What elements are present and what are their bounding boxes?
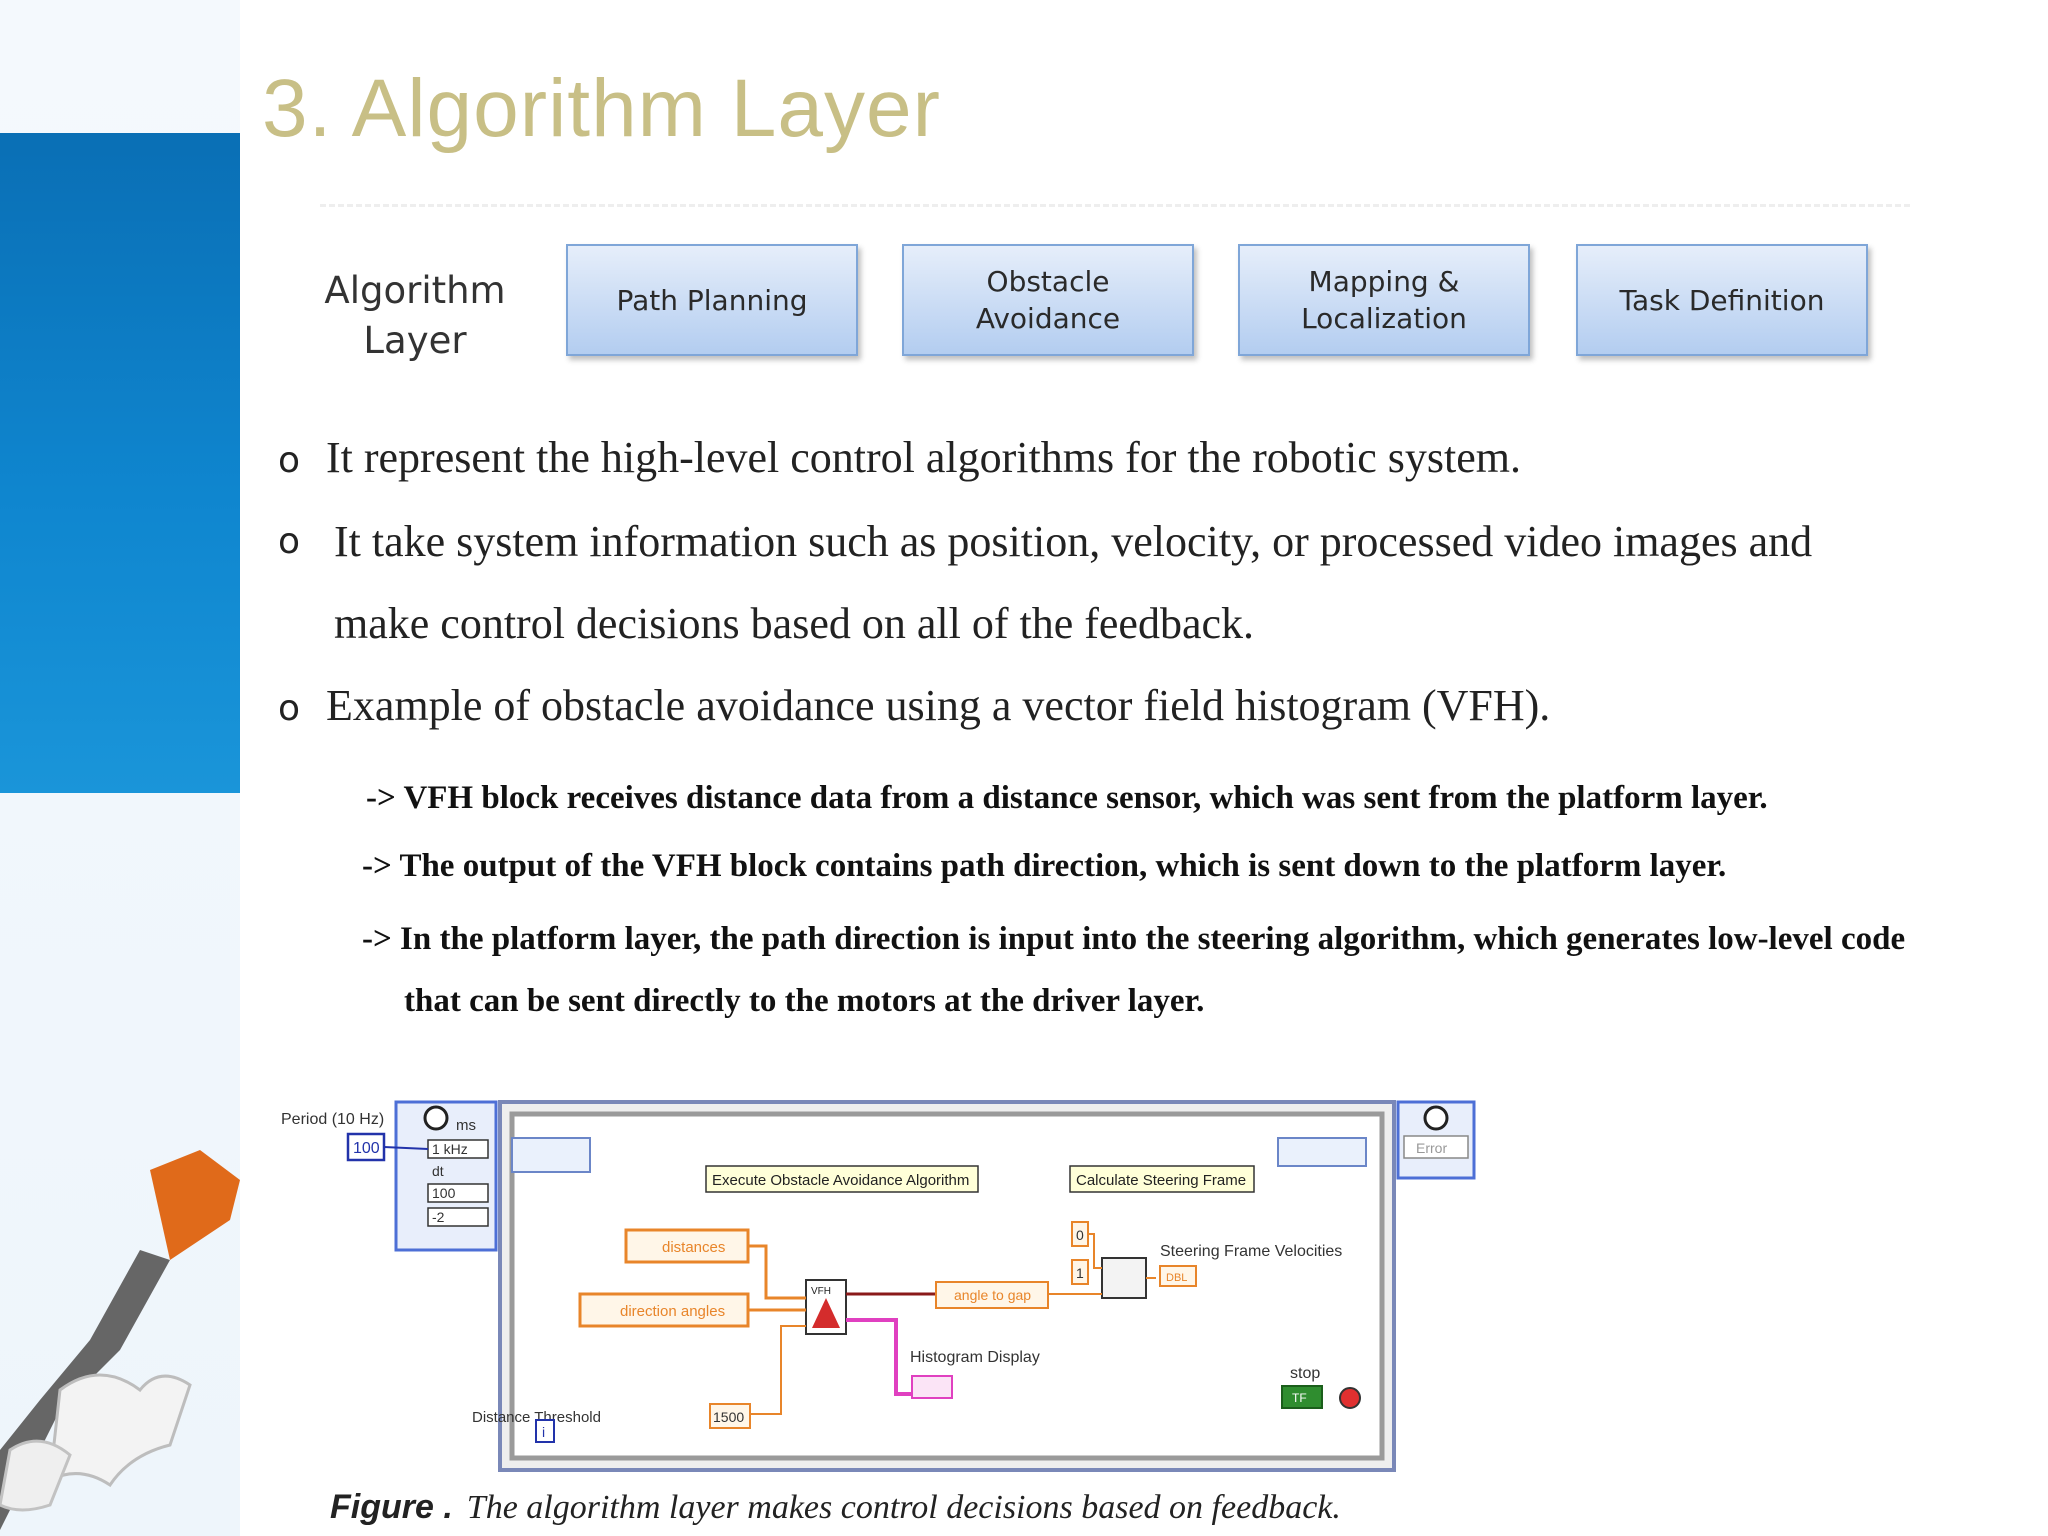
figure-caption-text: The algorithm layer makes control decisi… [466, 1489, 1341, 1526]
sub-point: -> VFH block receives distance data from… [366, 780, 1768, 816]
timer-unit: ms [456, 1117, 476, 1134]
bullet-item: o Example of obstacle avoidance using a v… [278, 678, 1778, 737]
bullet-text: Example of obstacle avoidance using a ve… [326, 681, 1551, 730]
error-terminal: Error [1416, 1140, 1447, 1156]
title-divider [320, 204, 1910, 207]
bullet-circle-icon: o [278, 521, 301, 562]
bullet-item: o It represent the high-level control alg… [278, 430, 1778, 489]
mapping-localization-label: Mapping & Localization [1301, 265, 1467, 335]
exec-label: Execute Obstacle Avoidance Algorithm [712, 1172, 969, 1189]
distance-threshold-label: Distance Threshold [472, 1409, 601, 1426]
direction-angles-input [578, 1292, 750, 1328]
slide-title: 3. Algorithm Layer [262, 63, 941, 154]
period-value: 100 [353, 1140, 380, 1157]
direction-angles-label: direction angles [620, 1303, 725, 1320]
stop-label: stop [1290, 1365, 1320, 1382]
distances-input [624, 1228, 750, 1264]
steering-velocities-indicator [1159, 1265, 1197, 1287]
blue-accent-bar [0, 133, 240, 793]
vfh-label: VFH [811, 1286, 831, 1297]
clock-icon [423, 1105, 449, 1131]
distance-threshold-value: 1500 [713, 1409, 744, 1425]
dbl-terminal: DBL [1166, 1272, 1187, 1284]
timer-dt: dt [432, 1163, 444, 1179]
iteration-terminal [535, 1419, 555, 1443]
constant-zero: 0 [1076, 1227, 1084, 1243]
tf-terminal: TF [1292, 1391, 1307, 1405]
stop-button[interactable] [1281, 1385, 1323, 1409]
obstacle-avoidance-box: Obstacle Avoidance [902, 244, 1194, 356]
steering-velocities-label: Steering Frame Velocities [1160, 1243, 1342, 1260]
angle-to-gap-label: angle to gap [954, 1287, 1031, 1303]
timer-neg2: -2 [432, 1209, 445, 1225]
sub-point: -> In the platform layer, the path direc… [362, 921, 1906, 1019]
timer-rate: 1 kHz [432, 1141, 468, 1157]
loop-condition-icon [1339, 1387, 1361, 1409]
distances-label: distances [662, 1239, 725, 1256]
build-array-node [1101, 1257, 1147, 1299]
clock-output-icon [1423, 1105, 1449, 1131]
timer-100: 100 [432, 1185, 456, 1201]
task-definition-box: Task Definition [1576, 244, 1868, 356]
iteration-label: i [542, 1424, 545, 1440]
calc-label: Calculate Steering Frame [1076, 1172, 1246, 1189]
vfh-block-diagram: ms 1 kHz dt 100 -2 Period (10 Hz) 100 Er… [281, 1100, 1476, 1472]
histogram-display-label: Histogram Display [910, 1349, 1040, 1366]
figure-caption: Figure . The algorithm layer makes contro… [330, 1488, 1341, 1527]
histogram-display-indicator [911, 1375, 953, 1399]
bullet-item: o It take system information such as posi… [278, 514, 1818, 665]
period-label: Period (10 Hz) [281, 1111, 384, 1128]
mapping-localization-box: Mapping & Localization [1238, 244, 1530, 356]
path-planning-box: Path Planning [566, 244, 858, 356]
sub-point: -> The output of the VFH block contains … [362, 848, 1727, 884]
period-control[interactable] [346, 1132, 386, 1162]
bullet-text: It represent the high-level control algo… [326, 433, 1522, 482]
bullet-circle-icon: o [278, 440, 301, 481]
obstacle-avoidance-label: Obstacle Avoidance [975, 265, 1121, 335]
bullet-circle-icon: o [278, 688, 301, 729]
distance-threshold-control[interactable] [709, 1403, 751, 1429]
bullet-text: It take system information such as posit… [334, 517, 1813, 648]
figure-label: Figure . [330, 1488, 453, 1526]
robot-arm-puzzle-graphic [0, 1150, 240, 1530]
constant-one: 1 [1076, 1265, 1084, 1281]
algorithm-layer-label: Algorithm Layer [324, 269, 506, 362]
histogram-icon [812, 1298, 840, 1328]
